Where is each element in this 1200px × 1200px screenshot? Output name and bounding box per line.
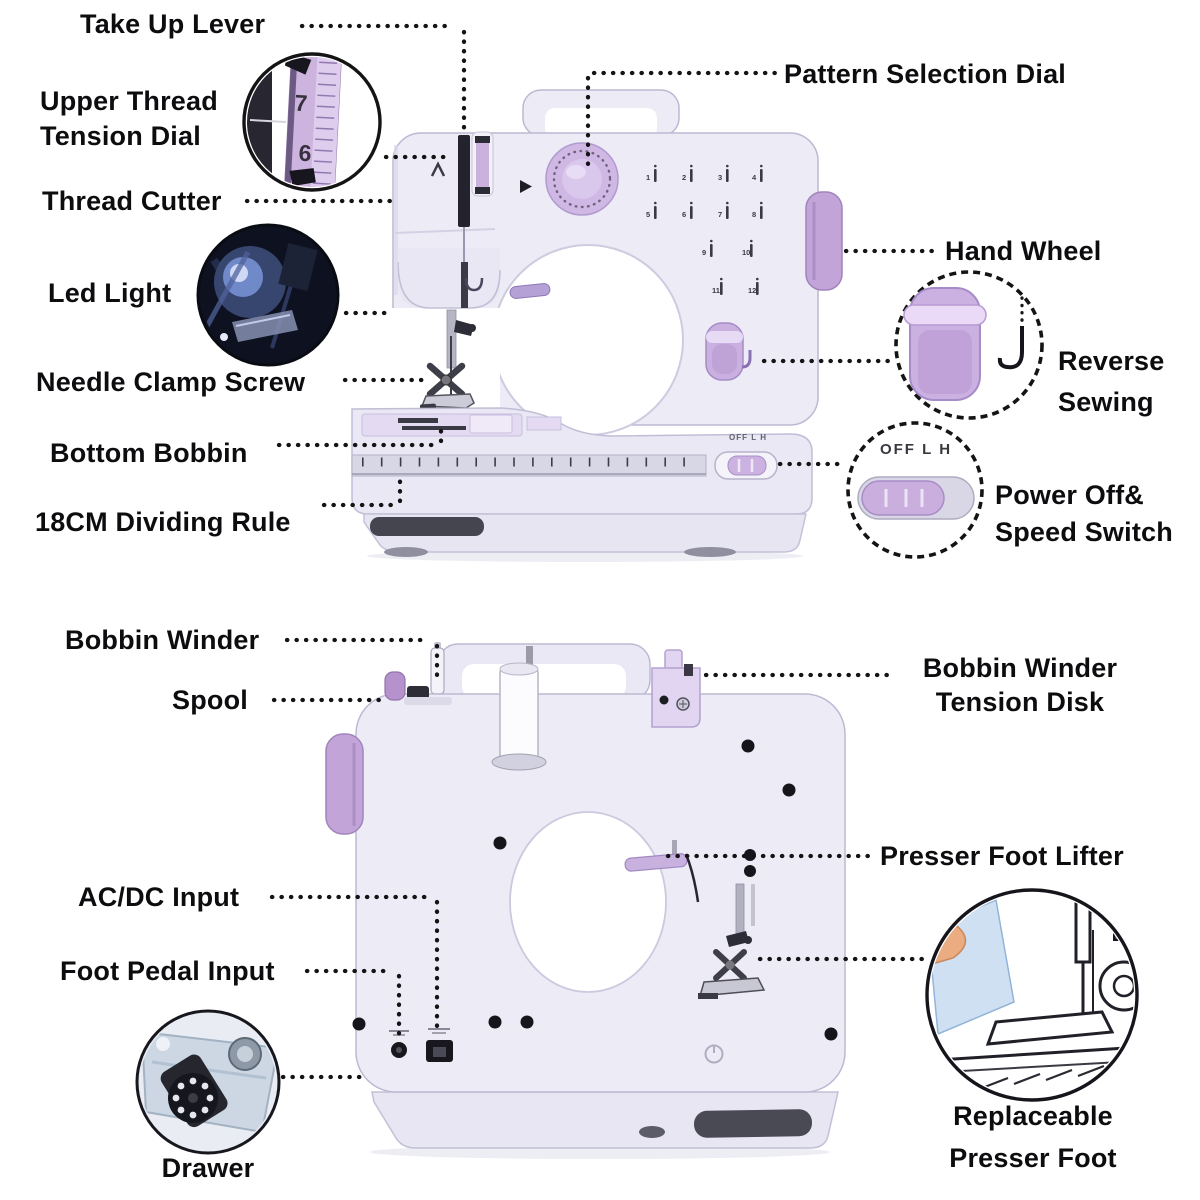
screw-dots (352, 739, 838, 1041)
label-line: Tension Dial (40, 121, 201, 151)
svg-text:4: 4 (752, 173, 757, 182)
svg-text:10: 10 (742, 248, 750, 257)
svg-text:6: 6 (682, 210, 686, 219)
label-line: Power Off& (995, 480, 1145, 510)
presser-foot-inset-drawing (925, 888, 1139, 1102)
dividing-rule-part (351, 454, 707, 477)
svg-text:2: 2 (682, 173, 686, 182)
drawer-inset-photo (135, 1009, 281, 1155)
drawer-groove (370, 517, 484, 536)
label-reverse-sewing: Reverse Sewing (1058, 341, 1165, 423)
leader-lines (244, 23, 939, 1080)
label-replaceable-presser-foot: Replaceable Presser Foot (918, 1095, 1148, 1179)
led-light-inset-photo (196, 223, 340, 367)
label-take-up-lever: Take Up Lever (80, 9, 266, 39)
bobbin-winder-tension-disk-bracket (651, 664, 701, 728)
label-power-speed-switch: Power Off& Speed Switch (995, 477, 1173, 551)
svg-text:12: 12 (748, 286, 756, 295)
label-acdc-input: AC/DC Input (78, 882, 240, 912)
carry-handle-rear (437, 643, 651, 701)
svg-text:5: 5 (646, 210, 650, 219)
label-line: Tension Disk (935, 687, 1105, 717)
spool-part-body (491, 662, 547, 771)
tension-dial-number-6: 6 (297, 139, 313, 167)
bobbin-winder-part (430, 642, 445, 695)
label-bottom-bobbin: Bottom Bobbin (50, 438, 248, 468)
svg-text:3: 3 (718, 173, 722, 182)
pattern-selection-dial-part (545, 142, 619, 216)
input-jacks (389, 1028, 453, 1062)
bottom-bobbin-part (361, 413, 562, 437)
label-line: Upper Thread (40, 86, 218, 116)
machine-base-front (351, 407, 813, 557)
svg-text:8: 8 (752, 210, 756, 219)
label-hand-wheel: Hand Wheel (945, 236, 1102, 266)
label-pattern-selection-dial: Pattern Selection Dial (784, 59, 1066, 89)
upper-thread-tension-dial-part (471, 131, 494, 197)
spool-part (526, 646, 533, 674)
spool-knob-part (384, 671, 406, 701)
label-spool: Spool (172, 685, 248, 715)
thread-guide-icon (464, 277, 484, 292)
label-bobbin-winder: Bobbin Winder (65, 625, 260, 655)
dial-pointer-icon (520, 180, 532, 193)
label-foot-pedal-input: Foot Pedal Input (60, 956, 275, 986)
label-bobbin-winder-tension-disk: Bobbin Winder Tension Disk (895, 651, 1145, 719)
reverse-sewing-inset (894, 270, 1044, 420)
rear-view-illustration (135, 642, 1139, 1159)
tension-dial-number-7: 7 (293, 89, 309, 117)
svg-text:9: 9 (702, 248, 706, 257)
front-view-illustration (196, 52, 1044, 562)
needle-assembly-rear (698, 883, 766, 999)
machine-off-l-h-label: OFF L H (729, 433, 767, 442)
thread-guide-arrow-icon (430, 161, 446, 177)
label-line: Speed Switch (995, 517, 1173, 547)
label-line: Presser Foot (949, 1143, 1117, 1173)
label-upper-thread-tension-dial: Upper Thread Tension Dial (40, 84, 218, 154)
label-thread-cutter: Thread Cutter (42, 186, 222, 216)
carry-handle-front (522, 89, 680, 138)
label-line: Reverse (1058, 346, 1165, 376)
svg-text:1: 1 (646, 173, 650, 182)
take-up-lever-slot (458, 135, 470, 308)
reverse-sewing-lever-part (705, 322, 752, 381)
label-led-light: Led Light (48, 278, 172, 308)
label-line: Bobbin Winder (922, 653, 1118, 683)
svg-text:11: 11 (712, 286, 720, 295)
presser-lifter-front (509, 283, 551, 299)
hand-wheel-rear (325, 733, 364, 835)
drawer-groove-rear (694, 1109, 813, 1138)
power-speed-switch-part (714, 451, 778, 480)
label-dividing-rule: 18CM Dividing Rule (35, 507, 291, 537)
tension-dial-inset-photo (242, 52, 382, 192)
label-line: Sewing (1058, 387, 1154, 417)
power-inset-off-l-h-label: OFF L H (879, 441, 953, 458)
label-needle-clamp-screw: Needle Clamp Screw (36, 367, 306, 397)
label-drawer: Drawer (161, 1153, 255, 1183)
svg-text:7: 7 (718, 210, 722, 219)
power-switch-inset (846, 421, 984, 559)
label-presser-foot-lifter: Presser Foot Lifter (880, 841, 1124, 871)
needle-assembly-front (419, 309, 476, 411)
power-mark-icon (704, 1044, 724, 1064)
label-line: Replaceable (953, 1101, 1113, 1131)
hand-wheel-part (805, 191, 843, 291)
